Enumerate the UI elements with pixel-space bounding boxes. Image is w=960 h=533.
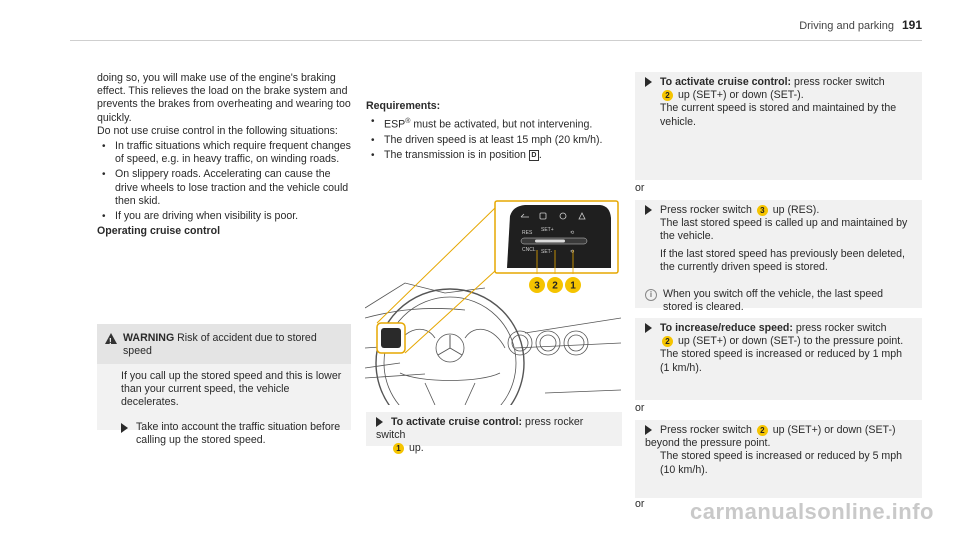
warning-label: WARNING [123,332,175,344]
step-activate-set: To activate cruise control: press rocker… [635,72,922,180]
arrow-icon [645,425,652,436]
callout-badge: 2 [756,424,768,436]
gear-d-icon: D [528,149,539,161]
info-icon: i [645,289,657,301]
activate-step-box: To activate cruise control: press rocker… [366,412,622,454]
callout-badge: 2 [662,335,673,347]
callout-badge: 1 [393,443,404,455]
svg-text:3: 3 [534,281,540,292]
arrow-icon [121,423,128,433]
section-title: Driving and parking [799,20,894,32]
warning-step-text: Take into account the traffic situation … [136,421,341,446]
list-item: The transmission is in position D. [371,149,621,162]
arrow-icon [645,77,652,88]
callout-badge: 2 [662,89,673,101]
arrow-icon [376,417,383,428]
callout-1 [565,277,581,293]
warning-step: Take into account the traffic situation … [121,421,343,447]
section-heading: Operating cruise control [97,225,221,238]
column-1: doing so, you will make use of the engin… [97,72,352,238]
warning-title: Risk of accident due to stored speed [123,332,317,357]
or-text: or [635,402,645,414]
header-divider [70,40,922,41]
steering-wheel-illustration: RES SET+ CNCL SET- ⟲ ⟲ 3 2 1 [364,198,622,438]
list-item: On slippery roads. Accelerating can caus… [102,168,352,208]
requirements-title: Requirements: [366,100,441,112]
list-item: ESP® must be activated, but not interven… [371,115,621,132]
warning-box: ! WARNING Risk of accident due to stored… [97,324,351,446]
requirements-list: ESP® must be activated, but not interven… [366,115,621,162]
btn-label-set-minus: SET- [541,249,552,255]
info-note: i When you switch off the vehicle, the l… [645,288,915,314]
situations-list: In traffic situations which require freq… [97,140,352,223]
step-resume: Press rocker switch 3 up (RES). The last… [635,200,922,308]
step-increase-1: To increase/reduce speed: press rocker s… [635,318,922,400]
btn-label-cncl: CNCL [522,247,536,253]
btn-label-res: RES [522,230,533,236]
column-2: Requirements: ESP® must be activated, bu… [366,100,621,164]
list-item: In traffic situations which require freq… [102,140,352,166]
or-text: or [635,498,645,510]
arrow-icon [645,205,652,216]
callout-3 [529,277,545,293]
warning-text: If you call up the stored speed and this… [121,370,342,408]
step-increase-5: Press rocker switch 2 up (SET+) or down … [635,420,922,498]
steering-wheel-figure: RES SET+ CNCL SET- ⟲ ⟲ 3 2 1 [364,198,622,438]
callout-badge: 3 [756,204,768,216]
svg-text:1: 1 [570,281,576,292]
warning-body: If you call up the stored speed and this… [97,364,351,447]
svg-text:⟲: ⟲ [570,230,575,236]
warning-icon: ! [105,333,117,346]
do-not-use-paragraph: Do not use cruise control in the followi… [97,124,338,137]
btn-label-set-plus: SET+ [541,227,554,233]
intro-paragraph: doing so, you will make use of the engin… [97,72,351,124]
page-header: Driving and parking 191 [799,18,922,32]
list-item: The driven speed is at least 15 mph (20 … [371,134,621,147]
callout-2 [547,277,563,293]
svg-text:2: 2 [552,281,558,292]
or-text: or [635,182,645,194]
page-number: 191 [901,18,922,32]
arrow-icon [645,323,652,334]
svg-text:⟲: ⟲ [570,249,575,255]
list-item: If you are driving when visibility is po… [102,210,352,223]
watermark: carmanualsonline.info [690,499,934,524]
warning-header: ! WARNING Risk of accident due to stored… [97,324,351,364]
